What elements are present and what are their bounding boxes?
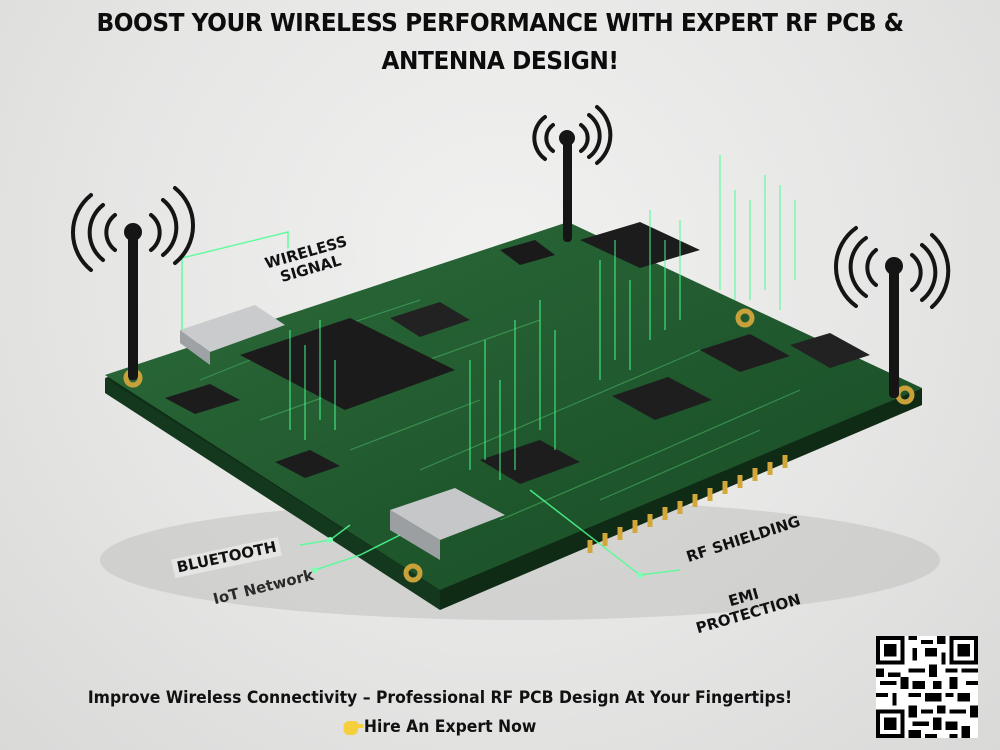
tagline: Improve Wireless Connectivity – Professi… bbox=[87, 688, 793, 708]
callout-dots bbox=[312, 537, 643, 578]
signal-lines bbox=[289, 155, 796, 480]
antenna-left bbox=[124, 223, 142, 380]
chips bbox=[165, 222, 870, 484]
signal-waves-icon bbox=[71, 105, 951, 309]
qr-code-icon[interactable] bbox=[876, 636, 978, 738]
hire-expert-cta[interactable]: Hire An Expert Now bbox=[343, 713, 537, 742]
footer: Improve Wireless Connectivity – Professi… bbox=[35, 684, 845, 745]
headline: BOOST YOUR WIRELESS PERFORMANCE WITH EXP… bbox=[35, 4, 965, 80]
antenna-right bbox=[885, 257, 903, 398]
hire-expert-label: Hire An Expert Now bbox=[363, 717, 537, 737]
pointing-hand-icon bbox=[343, 720, 364, 735]
edge-pins bbox=[587, 455, 788, 553]
headline-line-2: ANTENNA DESIGN! bbox=[381, 46, 619, 75]
headline-line-1: BOOST YOUR WIRELESS PERFORMANCE WITH EXP… bbox=[96, 8, 904, 37]
antenna-center bbox=[559, 130, 575, 242]
